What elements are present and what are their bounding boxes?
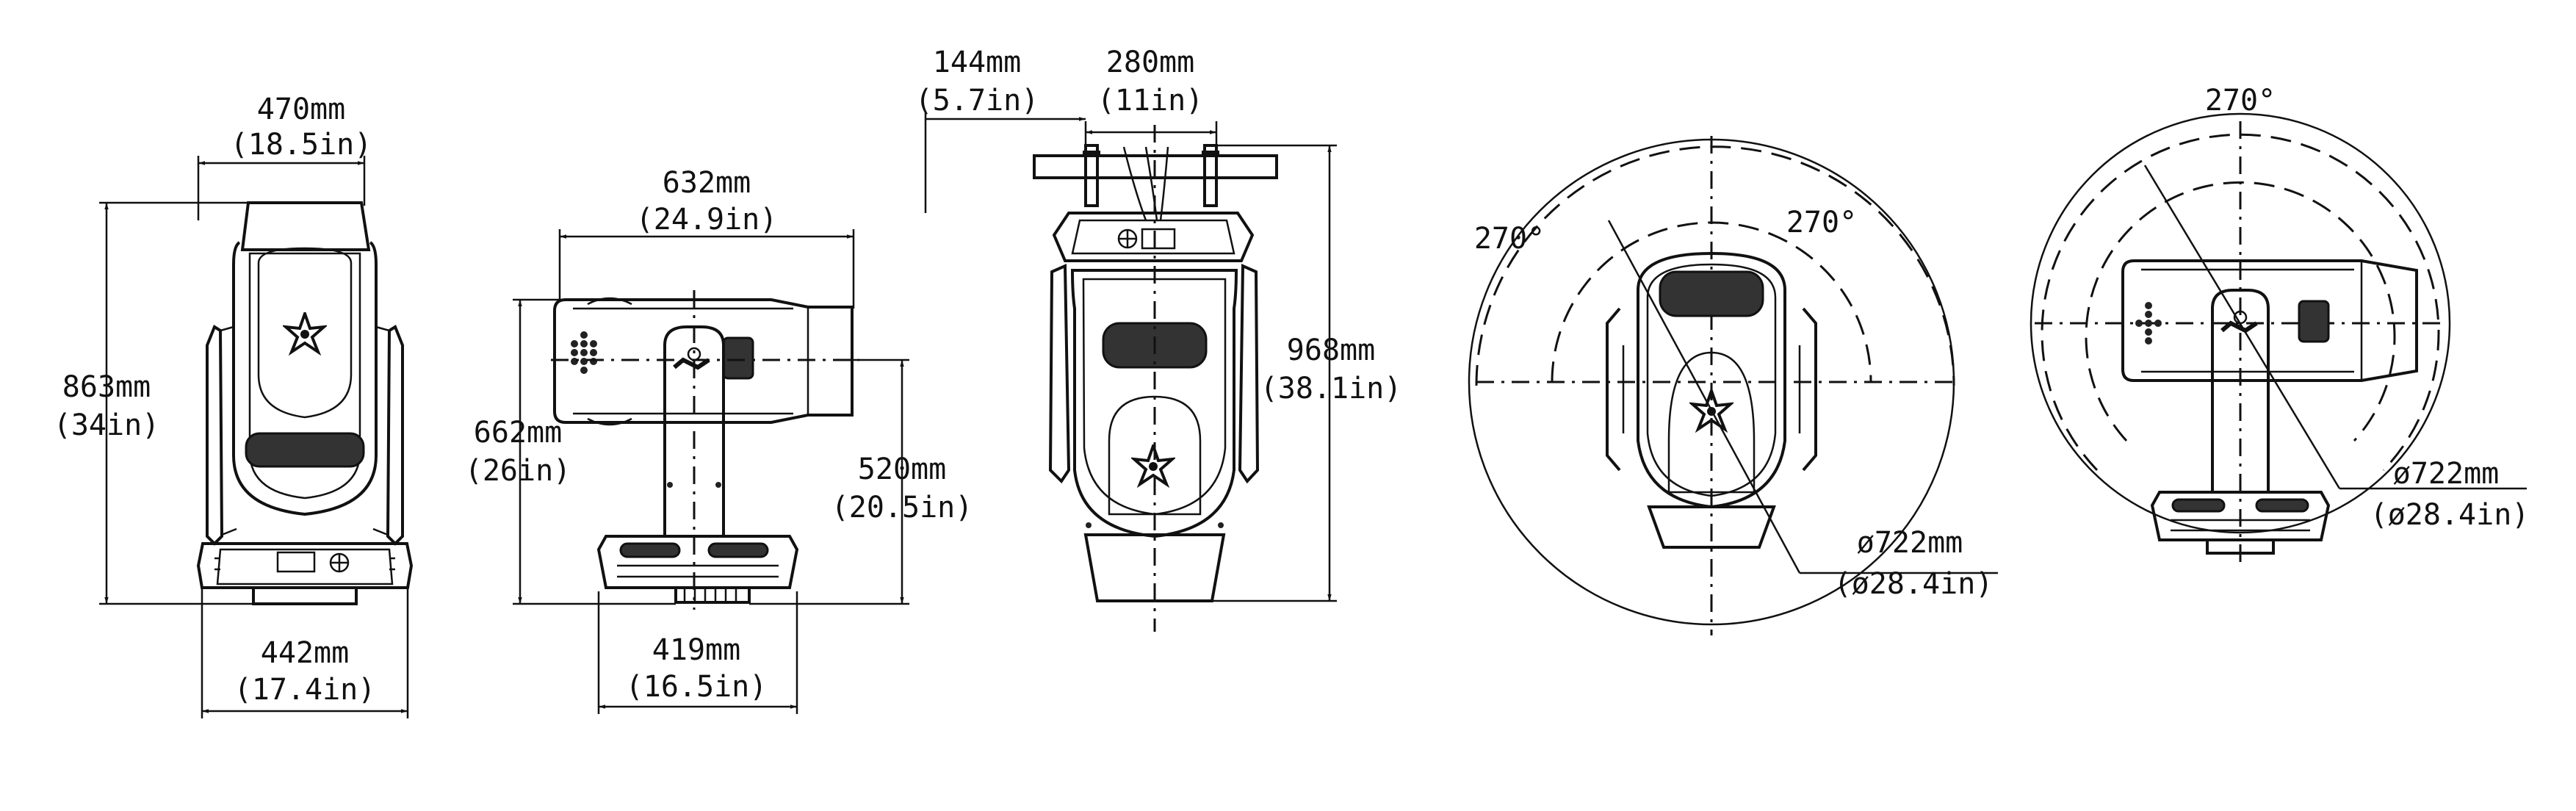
rotation-front-angle-right: 270° (1786, 206, 1857, 239)
hanging-clamp-offset-in: (5.7in) (915, 84, 1039, 118)
side-fixture-outline (553, 297, 854, 604)
rotation-side-led-cluster-icon (2135, 302, 2162, 345)
front-height-mm: 863mm (62, 370, 151, 404)
hanging-view: 144mm (5.7in) 280mm (11in) 968mm (38.1in… (915, 46, 1402, 632)
rotation-side-fixture-outline (2121, 259, 2418, 555)
side-length-mm: 632mm (663, 166, 751, 200)
side-view: 632mm (24.9in) 662mm (26in) 520mm (20.5i… (465, 166, 973, 714)
hanging-height-mm: 968mm (1287, 334, 1375, 367)
side-rotation-outer-circle (2030, 112, 2451, 534)
rotation-front-view: 270° 270° ø722mm (ø28.4in) (1468, 136, 1998, 635)
rotation-side-view: 270° ø722mm (ø28.4in) (2030, 84, 2530, 569)
front-rotation-dashed-arc (1475, 145, 1955, 386)
hanging-height-in: (38.1in) (1260, 372, 1402, 406)
rotation-front-angle-left: 270° (1474, 222, 1545, 256)
side-pivot-height-in: (20.5in) (831, 491, 973, 525)
rotation-front-diameter-in: (ø28.4in) (1834, 567, 1994, 601)
front-logo-icon (284, 312, 325, 353)
side-height-in: (26in) (465, 454, 571, 488)
front-view: 470mm (18.5in) 863mm (34in) 442mm (17.4i… (54, 93, 414, 718)
rotation-front-diameter-mm: ø722mm (1857, 526, 1963, 560)
front-top-width-in: (18.5in) (231, 128, 372, 162)
side-height-mm: 662mm (474, 416, 562, 450)
rotation-side-angle-top: 270° (2205, 84, 2276, 118)
hanging-clamp-spacing-in: (11in) (1097, 84, 1204, 118)
rotation-side-diameter-mm: ø722mm (2393, 457, 2500, 491)
hanging-clamp-spacing-mm: 280mm (1106, 46, 1194, 79)
rotation-side-diameter-in: (ø28.4in) (2370, 498, 2530, 532)
front-base-width-mm: 442mm (261, 636, 349, 670)
side-led-cluster-icon (571, 331, 597, 374)
front-top-width-mm: 470mm (257, 93, 345, 126)
front-height-in: (34in) (54, 408, 160, 442)
side-base-width-mm: 419mm (652, 633, 740, 667)
side-length-in: (24.9in) (636, 203, 778, 237)
hanging-clamp-offset-mm: 144mm (933, 46, 1021, 79)
front-base-width-in: (17.4in) (234, 673, 376, 707)
rotation-front-fixture-outline (1606, 251, 1817, 549)
hanging-logo-icon (1133, 444, 1174, 486)
side-base-width-in: (16.5in) (626, 670, 768, 704)
front-fixture-outline (196, 201, 414, 605)
side-pivot-height-mm: 520mm (858, 453, 946, 486)
